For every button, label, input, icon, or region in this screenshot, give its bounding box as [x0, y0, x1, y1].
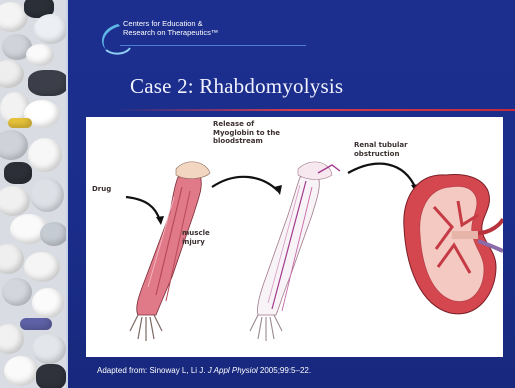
label-muscle-injury: muscle injury [182, 229, 210, 246]
source-caption: Adapted from: Sinoway L, Li J. J Appl Ph… [97, 366, 311, 375]
title-underline [112, 109, 515, 111]
logo-text: Centers for Education & Research on Ther… [123, 19, 218, 37]
caption-suffix: 2005;99:5–22. [258, 366, 311, 375]
pill-photo-strip [0, 0, 66, 388]
label-renal-obstruction: Renal tubular obstruction [354, 141, 408, 158]
muscular-arm-drawing [130, 162, 210, 341]
label-drug: Drug [92, 185, 111, 194]
caption-prefix: Adapted from: Sinoway L, Li J. [97, 366, 208, 375]
illustration-drawing [86, 117, 503, 357]
caption-journal: J Appl Physiol [208, 366, 258, 375]
logo-line-1: Centers for Education & [123, 19, 218, 28]
rhabdomyolysis-illustration: Drug muscle injury Release of Myoglobin … [86, 117, 503, 357]
logo-line-2: Research on Therapeutics™ [123, 28, 218, 37]
vascular-arm-drawing [250, 162, 340, 341]
slide-title: Case 2: Rhabdomyolysis [130, 74, 343, 99]
kidney-drawing [404, 175, 503, 314]
strip-edge [66, 0, 68, 388]
label-myoglobin-release: Release of Myoglobin to the bloodstream [213, 120, 280, 146]
